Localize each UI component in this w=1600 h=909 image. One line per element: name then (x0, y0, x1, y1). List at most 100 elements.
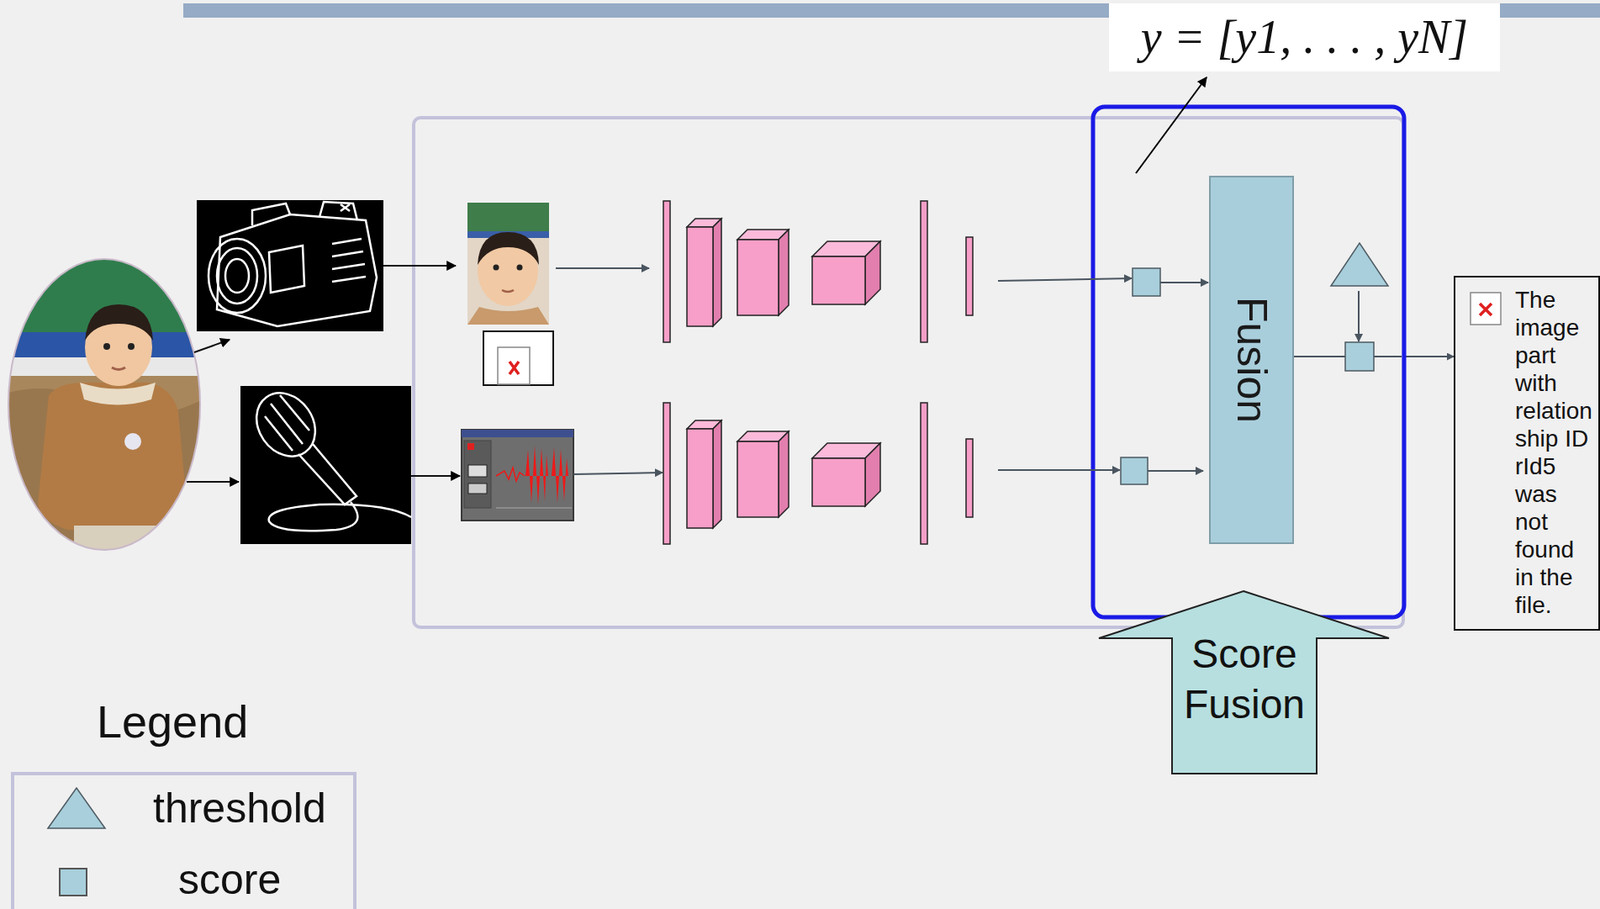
broken-image-icon (1479, 303, 1492, 316)
camera-icon (332, 238, 366, 282)
input-arrows (186, 480, 239, 483)
spectrogram-image (525, 445, 549, 505)
cnn-layers (966, 237, 973, 316)
score-arrows (1147, 469, 1204, 472)
cnn-layers (812, 256, 866, 305)
input-arrows (194, 339, 230, 353)
microphone-icon (240, 381, 412, 544)
camera-icon (252, 203, 291, 226)
child-photo (111, 367, 126, 370)
cnn-layers (686, 428, 713, 529)
cnn-layers (686, 227, 713, 327)
cnn-layers (663, 402, 671, 544)
legend-text: threshold (153, 783, 327, 833)
score-fusion-arrow: Score Fusion (1097, 589, 1391, 776)
cnn-layers (920, 200, 928, 343)
camera-icon (196, 200, 384, 332)
cnn-layers (737, 441, 779, 518)
face-photo (477, 232, 539, 265)
camera-icon (269, 245, 305, 293)
spectrogram-image (496, 467, 525, 481)
legend-title: Legend (96, 698, 249, 745)
camera-icon (208, 201, 377, 327)
face-photo (467, 202, 550, 325)
missing-image-note: The image part with relationship ID rId5… (1515, 285, 1596, 619)
input-arrows (411, 475, 460, 477)
face-photo (467, 202, 550, 325)
microphone-icon (269, 501, 412, 531)
camera-icon (216, 248, 258, 304)
broken-image-icon (1470, 292, 1501, 325)
cnn-layers (712, 420, 722, 529)
legend-text: score (178, 855, 281, 904)
formula-leader (1135, 77, 1207, 174)
feature-arrows (573, 472, 663, 475)
score-arrows (1357, 290, 1360, 342)
camera-icon (340, 204, 350, 212)
child-photo (127, 343, 135, 350)
spectrogram-image (551, 447, 569, 503)
spectrogram-image (461, 429, 574, 521)
legend-threshold-sample (47, 787, 106, 829)
face-photo (517, 264, 523, 271)
child-photo (103, 343, 111, 350)
fusion-label: Fusion (1230, 296, 1273, 423)
child-photo (37, 382, 187, 530)
child-photo (0, 375, 211, 561)
fusion-box: Fusion (1209, 175, 1294, 544)
spectrogram-image (468, 464, 487, 477)
camera-icon (216, 214, 377, 327)
face-photo (493, 264, 500, 271)
broken-image-icon (483, 331, 554, 386)
cnn-layers (737, 239, 779, 316)
score-square (1132, 268, 1161, 296)
cnn-layers (778, 229, 789, 316)
face-photo (501, 290, 514, 292)
input-arrows (383, 264, 456, 267)
broken-image-icon (483, 331, 554, 386)
score-arrows (998, 469, 1120, 471)
formula-label: y = [y1, . . . , yN] (1108, 3, 1500, 72)
threshold-triangle (1330, 242, 1389, 286)
cnn-layers (663, 200, 671, 343)
legend-box (12, 773, 355, 909)
microphone-icon (244, 381, 328, 468)
arrow-label: Score Fusion (1172, 628, 1317, 730)
spectrogram-image (467, 443, 475, 450)
camera-icon (225, 258, 249, 293)
child-photo (0, 252, 211, 561)
score-arrows (998, 278, 1132, 281)
score-square (1345, 342, 1374, 371)
system-outline (413, 117, 1404, 628)
face-photo (467, 306, 550, 325)
microphone-icon (264, 395, 310, 451)
spectrogram-image (461, 429, 574, 521)
cnn-layers (865, 241, 881, 305)
broken-image-icon (1470, 292, 1501, 325)
camera-icon (319, 201, 358, 221)
face-photo (467, 202, 550, 232)
score-arrows (998, 278, 1359, 471)
feature-arrows (555, 268, 663, 475)
child-photo-border (8, 258, 201, 550)
camera-icon (208, 238, 266, 313)
cnn-layers (966, 438, 973, 518)
child-photo (124, 433, 142, 450)
broken-image-icon (509, 361, 519, 375)
spectrogram-image (464, 440, 492, 508)
camera-icon (196, 200, 384, 332)
input-arrows (186, 265, 460, 482)
spectrogram-image (468, 483, 487, 494)
cnn-layers (920, 402, 928, 544)
cnn-layers (865, 443, 881, 507)
cnn-layers (812, 458, 866, 507)
cnn-layers (712, 218, 722, 327)
cnn-layers (663, 200, 973, 343)
child-photo (84, 304, 154, 341)
score-square (1120, 457, 1148, 485)
cnn-layers (778, 431, 789, 518)
microphone-icon (240, 385, 412, 544)
spectrogram-image (496, 507, 572, 509)
